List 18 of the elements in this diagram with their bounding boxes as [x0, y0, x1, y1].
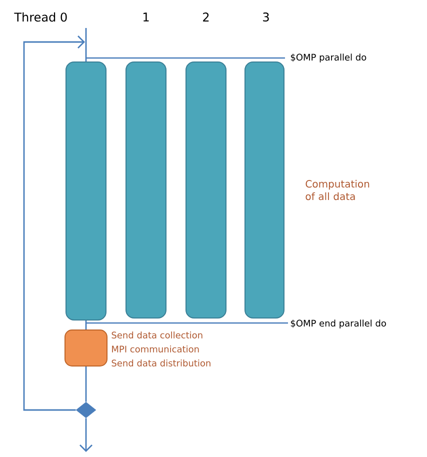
- thread-label: 1: [144, 12, 149, 22]
- bar: [186, 62, 226, 318]
- side-note: MPI communication: [112, 346, 199, 352]
- bar: [244, 62, 284, 318]
- decision-diamond: [76, 402, 96, 418]
- process-box: [64, 330, 108, 366]
- bar: [66, 62, 106, 320]
- arrow: [23, 36, 85, 411]
- annotation: Computation of all data: [306, 180, 370, 200]
- side-note: Send data collection: [112, 332, 202, 338]
- thread-label: Thread 0: [14, 12, 67, 22]
- thread-label: 3: [263, 12, 269, 22]
- bar: [126, 62, 166, 318]
- side-note: Send data distribution: [112, 360, 210, 366]
- directive-label: $OMP end parallel do: [290, 320, 386, 328]
- thread-label: 2: [203, 12, 209, 22]
- directive-label: $OMP parallel do: [290, 54, 366, 62]
- arrow: [80, 418, 92, 452]
